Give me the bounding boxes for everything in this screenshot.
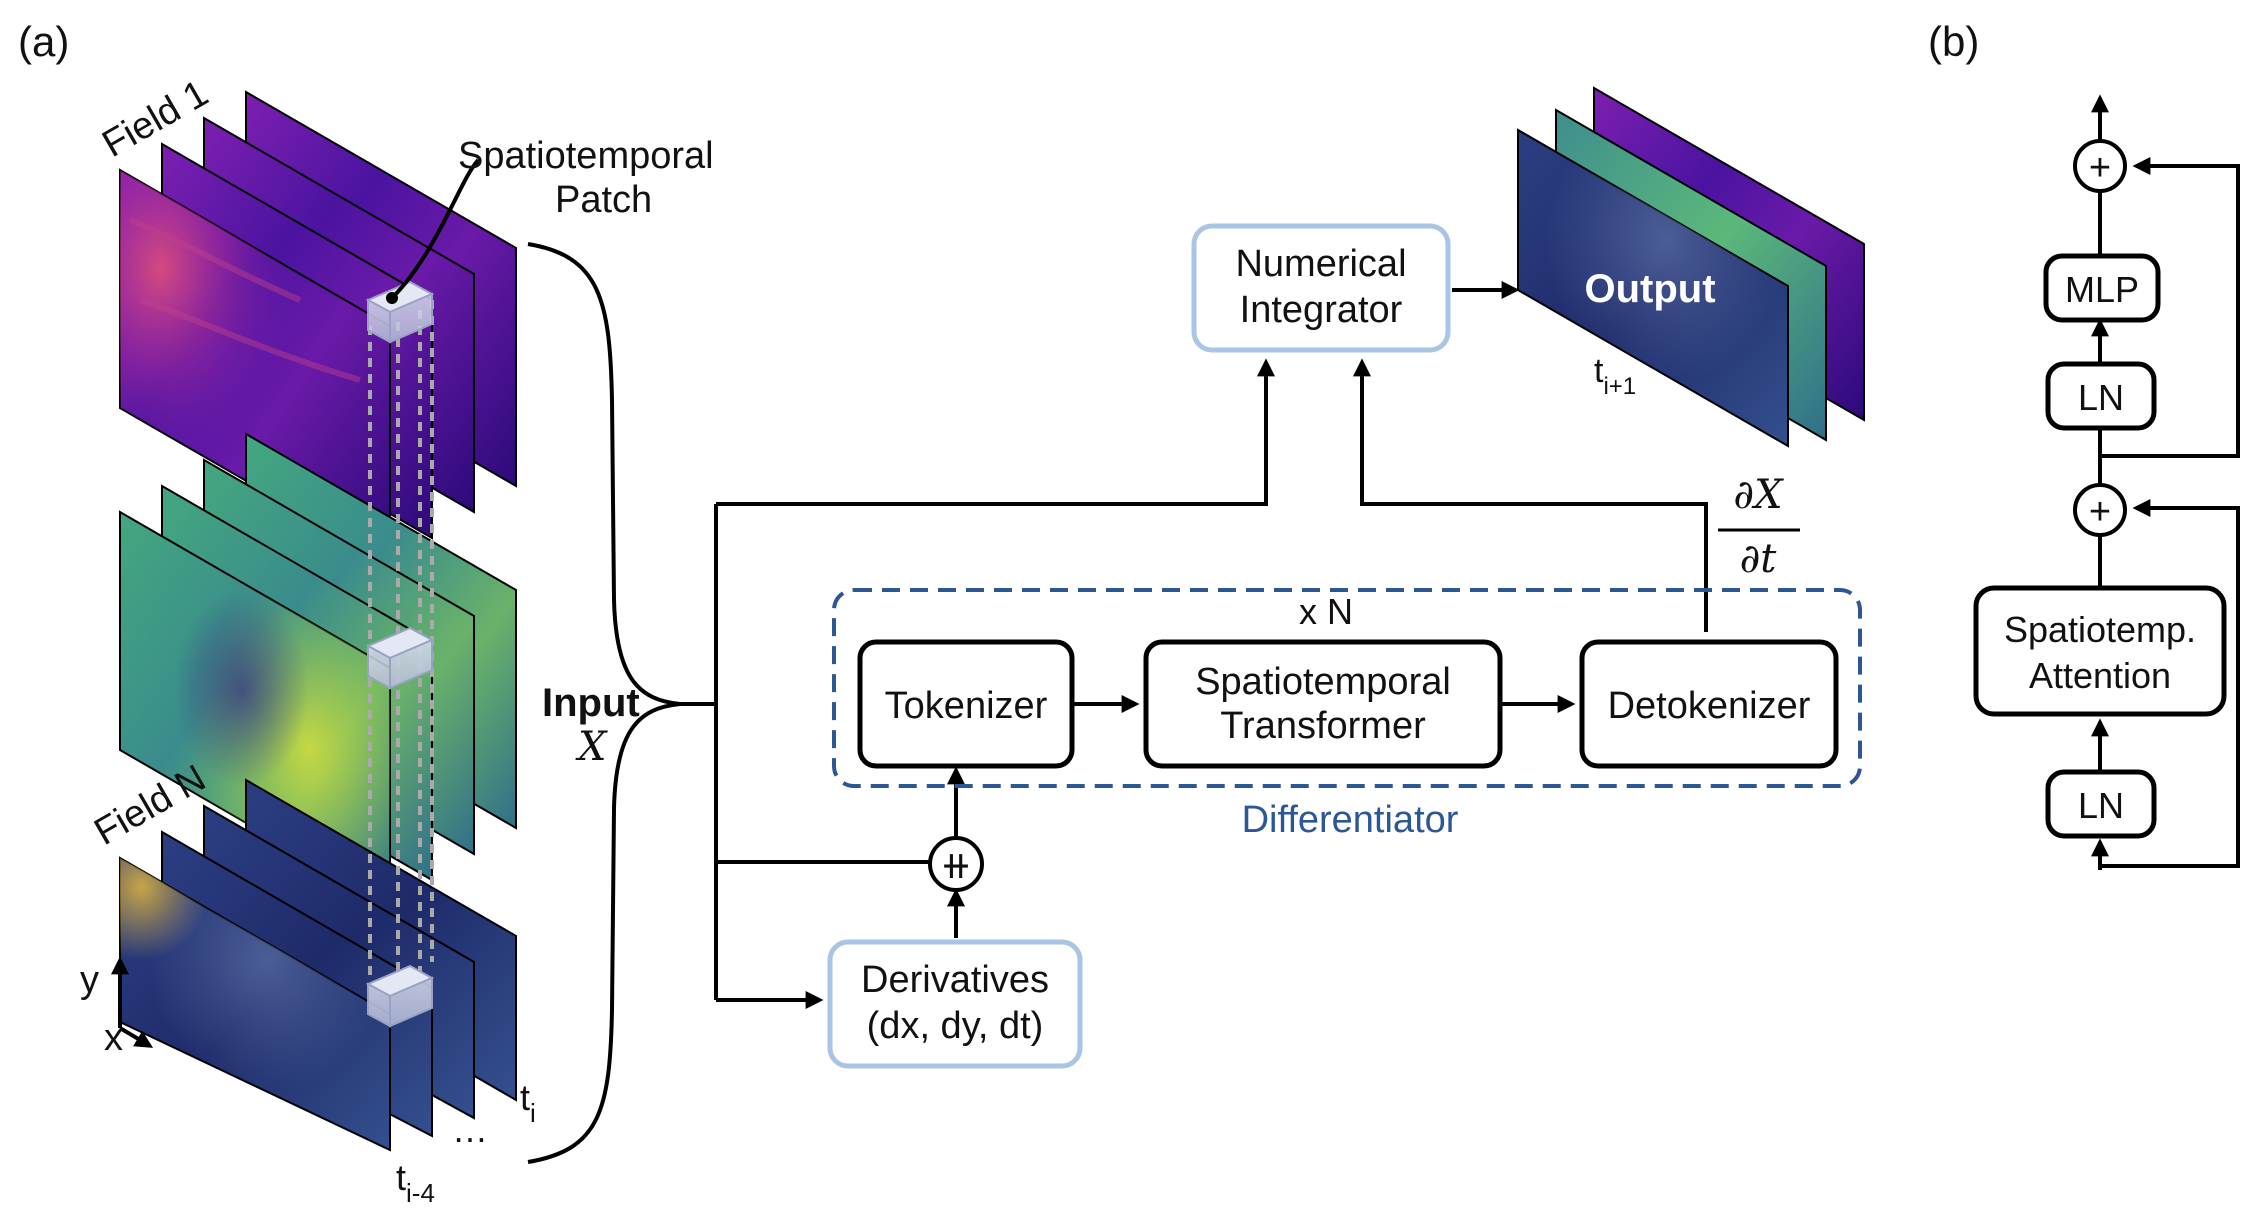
numerical-integrator-block [1191,223,1451,353]
ln-bottom-block [2045,769,2157,839]
output-label: Output [1584,267,1715,311]
attention-label-line-1: Spatiotemp. [2004,609,2196,650]
time-label-last: ti [520,1077,536,1128]
derivative-denominator: ∂t [1740,536,1778,582]
ln-top-label: LN [2078,377,2124,418]
axes-indicator [111,956,154,1048]
differentiator-label: Differentiator [1242,799,1459,841]
detokenizer-label: Detokenizer [1608,685,1811,727]
output-stack [1517,86,1865,448]
mlp-block [2043,253,2161,323]
concat-symbol: ⧺ [940,845,972,887]
field-1-stack [119,90,517,566]
panel-b-wiring [2091,94,2240,870]
patch-cube-field-2 [365,626,435,690]
attention-block [1973,585,2227,717]
ln-bottom-label: LN [2078,785,2124,826]
axis-x-label: x [104,1017,123,1059]
patch-cube-field-n [365,964,435,1028]
tokenizer-label: Tokenizer [885,685,1048,727]
field-2-frame-1 [119,510,391,908]
derivatives-block [827,939,1083,1069]
add-symbol-top: + [2089,147,2111,189]
axis-y-label: y [80,959,99,1001]
field-1-label: Field 1 [96,72,216,165]
mlp-label: MLP [2065,269,2139,310]
input-symbol: X [575,724,608,770]
integrator-label-line-2: Integrator [1240,289,1403,331]
panel-label-a: (a) [18,18,69,65]
output-time-label: ti+1 [1594,352,1636,400]
integrator-label-line-1: Numerical [1235,243,1406,285]
differentiator-box [832,588,1862,788]
patch-label-line-1: Spatiotemporal [458,135,714,177]
panel-label-b: (b) [1928,18,1979,65]
transformer-block [1143,639,1503,769]
time-label-first: ti-4 [396,1157,435,1208]
derivatives-label-line-2: (dx, dy, dt) [867,1005,1044,1047]
patch-callout [386,158,480,304]
repeat-label: x N [1299,591,1353,632]
time-ellipsis: … [452,1109,488,1150]
add-node-bottom [2073,483,2127,537]
ln-top-block [2045,361,2157,431]
field-n-stack [119,778,517,1152]
input-title: Input [542,681,640,725]
tokenizer-block [857,639,1075,769]
add-node-top [2073,139,2127,193]
patch-label-line-2: Patch [555,179,652,221]
transformer-label-line-1: Spatiotemporal [1195,661,1451,703]
add-symbol-bottom: + [2089,491,2111,533]
field-2-stack [119,432,517,908]
main-wiring [680,281,1708,1009]
derivative-numerator: ∂X [1733,472,1784,518]
detokenizer-block [1579,639,1839,769]
attention-label-line-2: Attention [2029,655,2171,696]
field-1-frame-1 [119,168,391,566]
patch-cube-field-1 [365,280,435,344]
transformer-label-line-2: Transformer [1220,705,1426,747]
output-frame-1 [1517,128,1789,448]
field-n-label: Field N [88,757,213,854]
concat-node [928,836,984,892]
derivatives-label-line-1: Derivatives [861,959,1049,1001]
